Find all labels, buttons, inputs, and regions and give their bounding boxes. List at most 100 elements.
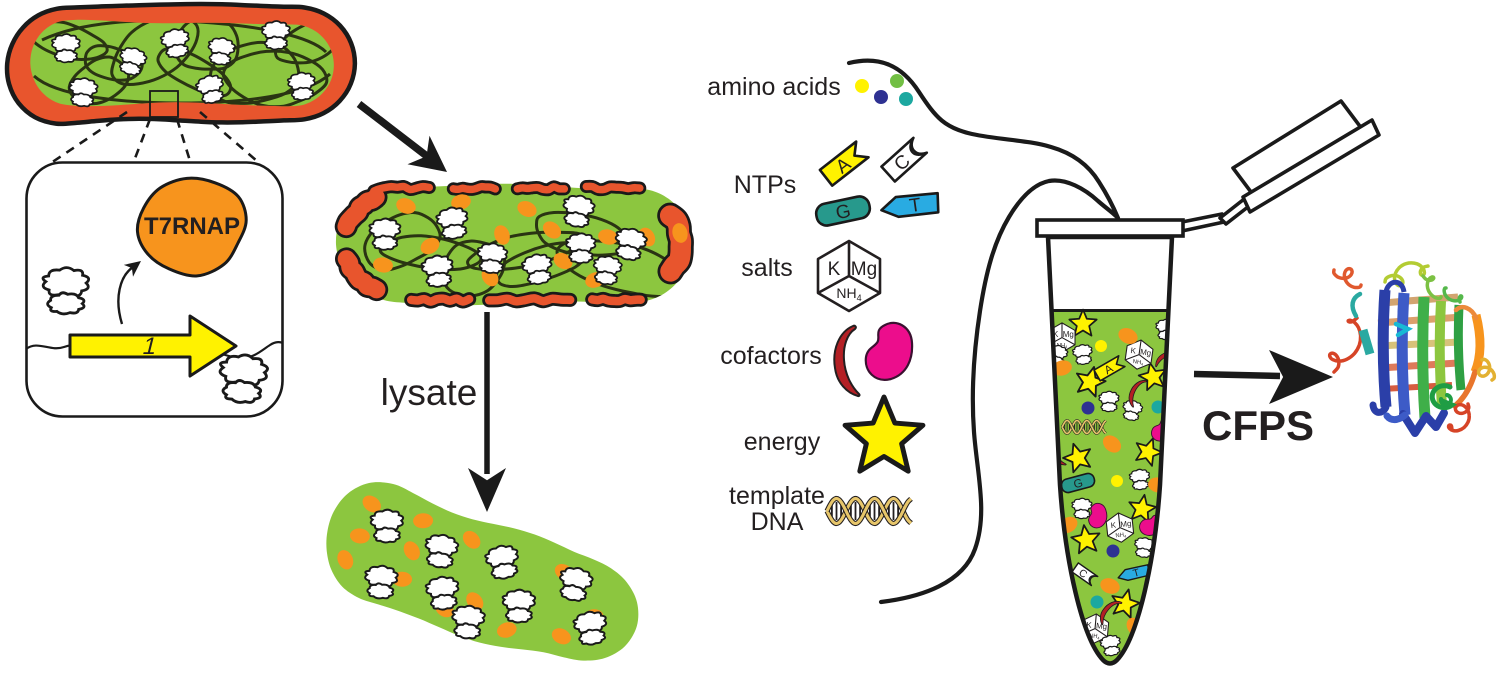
zoom-callout-lines bbox=[50, 110, 258, 165]
cofactors-icon bbox=[833, 321, 914, 398]
ntp-c bbox=[880, 136, 930, 185]
funnel-lines-shape bbox=[846, 58, 1121, 221]
funnel-lines-shape bbox=[878, 178, 1120, 605]
energy-label: energy bbox=[744, 428, 821, 456]
amino-acids-icon-shape bbox=[855, 79, 869, 93]
ribosome bbox=[369, 508, 405, 544]
membrane-fragment-fills-shape bbox=[484, 294, 575, 306]
to-lysis-arrow-shape bbox=[407, 135, 447, 172]
lysing-cell bbox=[334, 179, 694, 309]
gfp-loops-left-shape bbox=[1350, 291, 1363, 319]
gfp-barrel-strands-shape bbox=[1470, 313, 1485, 374]
amino-acids-icon bbox=[855, 74, 913, 106]
tube-body-outline bbox=[1045, 234, 1175, 666]
gfp-bottom-details bbox=[1369, 321, 1457, 437]
cell2-membrane-fragments bbox=[334, 179, 694, 309]
amino-acids-icon-shape bbox=[890, 74, 904, 88]
template-dna-label2: DNA bbox=[751, 508, 804, 536]
tube-contents-shape bbox=[1151, 400, 1165, 414]
zoom-callout-lines-shape bbox=[175, 118, 192, 162]
tube-lid bbox=[1180, 99, 1381, 233]
membrane-fragment-fills-shape bbox=[659, 205, 692, 282]
membrane-fragment-fills-shape bbox=[370, 182, 434, 195]
cofactor-blob bbox=[864, 321, 914, 381]
template-dna-label: template bbox=[729, 482, 825, 510]
membrane-fragment-fills bbox=[337, 182, 692, 306]
reaction-tube bbox=[1035, 99, 1381, 666]
ribosome bbox=[41, 266, 91, 316]
salt-cube bbox=[816, 239, 882, 313]
tube-contents bbox=[1048, 308, 1172, 664]
cell1-dna-tangle-shape bbox=[67, 55, 131, 106]
amino-acids-label: amino acids bbox=[707, 73, 840, 101]
lysate-label: lysate bbox=[381, 372, 478, 413]
cofactors-label: cofactors bbox=[720, 342, 821, 370]
gfp-barrel-strands-shape bbox=[1453, 304, 1466, 391]
gfp-barrel-strands-shape bbox=[1434, 300, 1447, 406]
ntp-a bbox=[818, 140, 872, 189]
ntp-t bbox=[878, 189, 942, 223]
to-lysis-arrow-shape bbox=[356, 101, 431, 160]
gfp-bottom-details-shape bbox=[1399, 409, 1448, 437]
gfp-protein bbox=[1327, 261, 1497, 437]
ribosome bbox=[362, 563, 400, 601]
ribosome bbox=[368, 217, 402, 251]
cofactor-crescent bbox=[833, 324, 861, 398]
ribosome bbox=[1071, 497, 1093, 520]
tube-contents-shape bbox=[1081, 401, 1095, 415]
gfp-loops-left-shape bbox=[1331, 266, 1363, 290]
cfps-step: CFPS bbox=[1193, 350, 1333, 449]
cell1-dna-tangle-shape bbox=[221, 49, 329, 107]
gfp-loops-right-shape bbox=[1476, 357, 1497, 382]
gfp-loops-left-shape bbox=[1327, 316, 1363, 374]
gfp-loops-right-shape bbox=[1446, 402, 1471, 433]
cfps-arrowhead bbox=[1269, 350, 1333, 404]
intact-cell bbox=[4, 1, 358, 127]
membrane-fragment-fills-shape bbox=[406, 294, 474, 306]
lysate-blob-shape bbox=[326, 482, 639, 661]
cfps-arrow bbox=[1193, 370, 1281, 380]
lysate-blob bbox=[326, 482, 639, 661]
tube-contents-shape bbox=[1090, 595, 1104, 609]
ntps-label: NTPs bbox=[734, 171, 797, 199]
gfp-barrel-strands-shape bbox=[1358, 328, 1375, 356]
membrane-fragment-fills-shape bbox=[449, 182, 500, 194]
tube-lid-shape bbox=[1180, 212, 1226, 233]
cell1-dna-tangle-shape bbox=[110, 19, 200, 86]
dna-helix bbox=[827, 498, 911, 523]
tube-contents-shape bbox=[1095, 340, 1107, 352]
membrane-fragment-fills-shape bbox=[337, 250, 386, 299]
cfps-label: CFPS bbox=[1202, 402, 1314, 449]
ribosome bbox=[51, 33, 81, 64]
amino-acids-icon-shape bbox=[874, 90, 888, 104]
gfp-barrel-strands-shape bbox=[1383, 279, 1407, 293]
membrane-fragment-fills-shape bbox=[587, 294, 645, 306]
lysate-arrowhead bbox=[468, 468, 506, 512]
t7rnap-label: T7RNAP bbox=[144, 213, 240, 240]
tube-contents-shape bbox=[1106, 544, 1120, 558]
reagents-list: amino acids NTPs salts cofactors energy … bbox=[707, 73, 942, 536]
gfp-bottom-details-shape bbox=[1438, 393, 1453, 407]
zoom-callout-lines-shape bbox=[199, 111, 258, 162]
gfp-bottom-details-shape bbox=[1369, 401, 1390, 416]
zoom-inset-box: T7RNAP 1 bbox=[25, 161, 284, 418]
amino-acids-icon-shape bbox=[899, 92, 913, 106]
gfp-loops-top-shape bbox=[1442, 286, 1464, 304]
lysate-step: lysate bbox=[381, 312, 506, 512]
cell2-dna-tangle-shape bbox=[534, 210, 631, 257]
gfp-loops-top-shape bbox=[1421, 274, 1443, 301]
cell2-dna-tangle-shape bbox=[555, 239, 686, 298]
tube-rim bbox=[1035, 218, 1185, 238]
tube-contents-shape bbox=[1111, 475, 1123, 487]
gene-label: 1 bbox=[140, 333, 160, 360]
expression-arrowhead bbox=[123, 261, 141, 277]
gfp-bottom-details-shape bbox=[1393, 321, 1413, 338]
membrane-fragment-fills-shape bbox=[582, 182, 644, 194]
zoom-callout-lines-shape bbox=[132, 118, 152, 162]
star bbox=[845, 397, 923, 471]
membrane-fragment-fills-shape bbox=[513, 183, 569, 194]
gfp-barrel-strands-shape bbox=[1377, 289, 1392, 408]
expression-arrow bbox=[117, 266, 134, 325]
t7rnap-blob bbox=[135, 176, 248, 278]
